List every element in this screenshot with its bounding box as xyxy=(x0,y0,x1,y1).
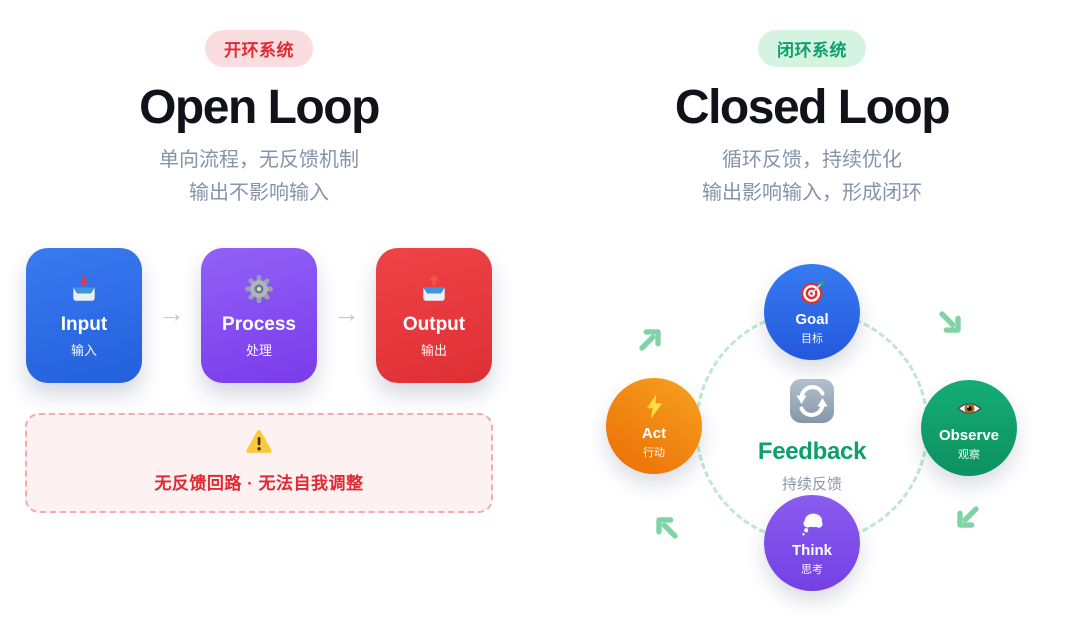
flow-step-input: Input 输入 xyxy=(26,248,142,384)
lightning-icon xyxy=(641,393,668,420)
cycle-node-sublabel: 思考 xyxy=(801,563,823,576)
cycle-node-sublabel: 观察 xyxy=(958,448,980,461)
open-loop-subtitle-line2: 输出不影响输入 xyxy=(189,182,329,205)
cycle-arrow-down-right-icon xyxy=(935,307,965,337)
open-loop-flow: Input 输入 → xyxy=(26,248,492,384)
cycle-node-label: Act xyxy=(641,424,667,442)
no-feedback-warning: 无反馈回路 · 无法自我调整 xyxy=(25,413,493,514)
flow-step-label: Input xyxy=(60,313,108,335)
cycle-node-observe: Observe 观察 xyxy=(921,380,1017,476)
closed-loop-subtitle: 循环反馈，持续优化 输出影响输入，形成闭环 xyxy=(702,144,922,210)
open-loop-badge: 开环系统 xyxy=(205,30,313,67)
closed-loop-subtitle-line2: 输出影响输入，形成闭环 xyxy=(702,182,922,205)
cycle-node-label: Observe xyxy=(938,426,1000,444)
closed-loop-badge: 闭环系统 xyxy=(758,30,866,67)
closed-loop-title: Closed Loop xyxy=(674,81,951,134)
open-loop-subtitle: 单向流程，无反馈机制 输出不影响输入 xyxy=(159,144,359,210)
flow-step-output: Output 输出 xyxy=(376,248,492,384)
flow-arrow-icon: → xyxy=(158,298,185,329)
feedback-cycle: Goal 目标 Observe 观察 xyxy=(557,250,1067,629)
closed-loop-subtitle-line1: 循环反馈，持续优化 xyxy=(722,149,902,172)
warning-text: 无反馈回路 · 无法自我调整 xyxy=(154,474,364,494)
outbox-icon xyxy=(418,273,450,305)
flow-step-sublabel: 输出 xyxy=(420,342,447,358)
flow-step-process: Process 处理 xyxy=(201,248,317,384)
cycle-arrow-down-left-icon xyxy=(953,502,983,532)
cycle-node-act: Act 行动 xyxy=(606,378,702,474)
open-loop-title: Open Loop xyxy=(139,81,380,134)
cycle-node-think: Think 思考 xyxy=(764,495,860,591)
target-icon xyxy=(799,279,826,306)
flow-step-label: Process xyxy=(222,313,296,335)
cycle-node-sublabel: 目标 xyxy=(801,332,823,345)
flow-step-label: Output xyxy=(402,313,466,335)
open-loop-panel: 开环系统 Open Loop 单向流程，无反馈机制 输出不影响输入 Input … xyxy=(25,0,493,629)
cycle-node-label: Think xyxy=(792,541,832,559)
feedback-sublabel: 持续反馈 xyxy=(781,476,842,493)
gear-icon xyxy=(243,273,275,305)
closed-loop-panel: 闭环系统 Closed Loop 循环反馈，持续优化 输出影响输入，形成闭环 xyxy=(557,0,1067,629)
thought-bubble-icon xyxy=(799,510,826,537)
flow-arrow-icon: → xyxy=(333,298,360,329)
flow-step-sublabel: 输入 xyxy=(70,342,97,358)
cycle-node-label: Goal xyxy=(795,310,829,328)
eye-icon xyxy=(956,395,983,422)
refresh-icon xyxy=(789,378,835,429)
cycle-node-goal: Goal 目标 xyxy=(764,264,860,360)
flow-step-sublabel: 处理 xyxy=(245,342,272,358)
cycle-arrow-up-left-icon xyxy=(652,513,682,543)
inbox-icon xyxy=(68,273,100,305)
open-loop-subtitle-line1: 单向流程，无反馈机制 xyxy=(159,149,359,172)
cycle-node-sublabel: 行动 xyxy=(643,446,665,459)
warning-icon xyxy=(244,428,274,461)
feedback-label: Feedback xyxy=(757,438,867,465)
cycle-arrow-up-right-icon xyxy=(635,325,665,355)
cycle-center: Feedback 持续反馈 xyxy=(557,378,1067,494)
